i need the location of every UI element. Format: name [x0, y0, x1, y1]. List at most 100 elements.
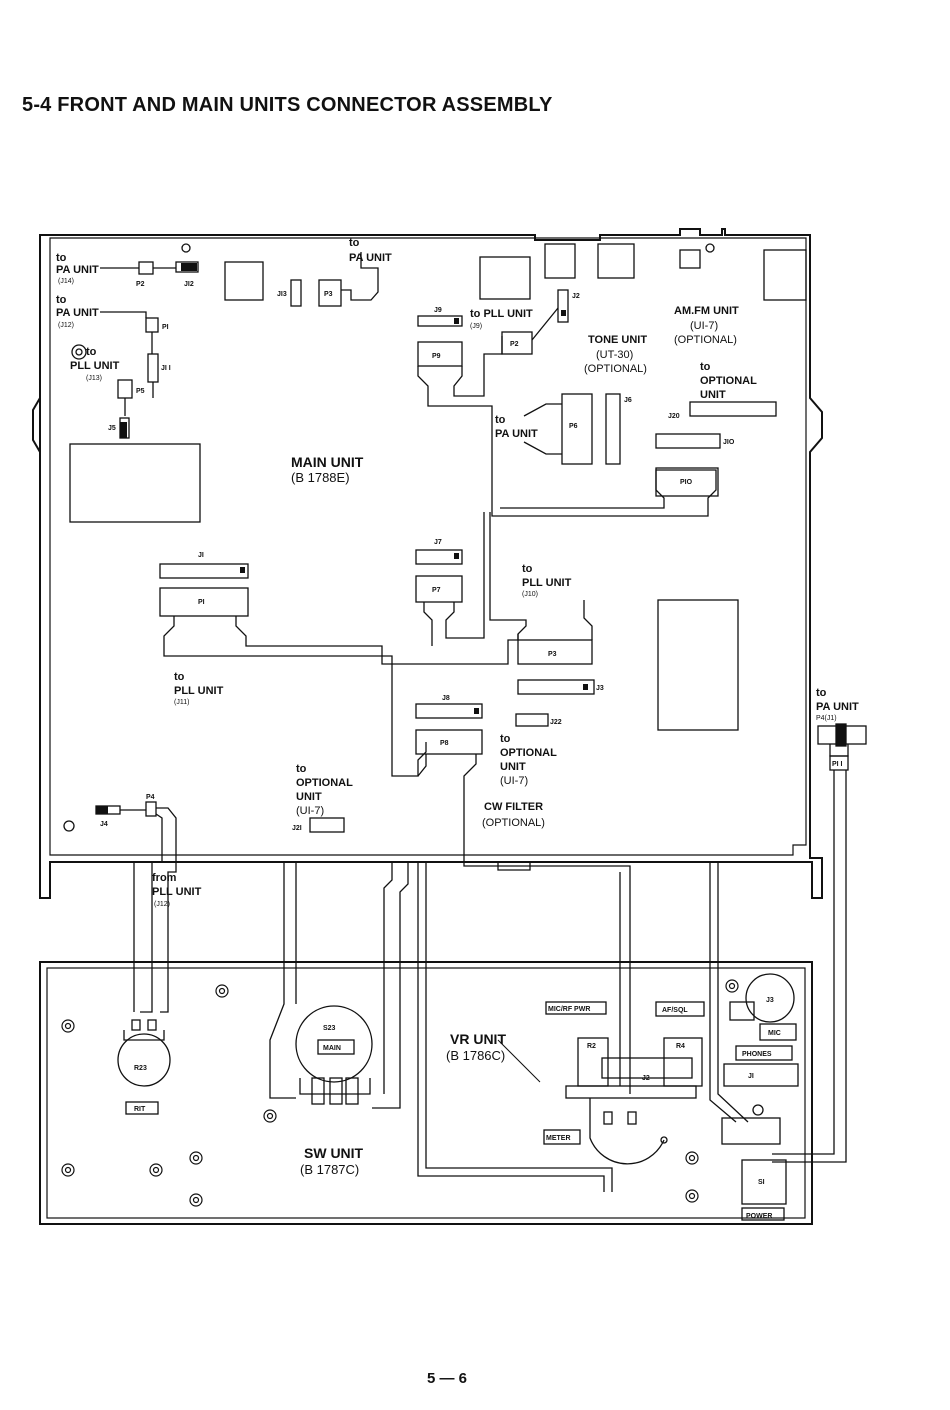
- route-ref: (J10): [522, 591, 538, 598]
- connector-label: P3: [324, 291, 333, 298]
- route-to: to: [500, 733, 511, 745]
- page-number: 5 — 6: [427, 1370, 468, 1387]
- screw-icon: [685, 1189, 699, 1203]
- main-chassis-outline: [39, 228, 823, 899]
- unit-note: (OPTIONAL): [584, 363, 647, 375]
- route-from: from: [152, 872, 177, 884]
- route-ref: (J12): [58, 322, 74, 329]
- switch-label: S23: [323, 1025, 336, 1032]
- connector-label: P2: [136, 281, 145, 288]
- route-dest: PA UNIT: [349, 252, 392, 264]
- screw-icon: [263, 1109, 277, 1123]
- screw-icon: [189, 1151, 203, 1165]
- connector-label: P3: [548, 651, 557, 658]
- route-to: to: [174, 671, 185, 683]
- route-dest: PA UNIT: [56, 307, 99, 319]
- connector-label: JIO: [723, 439, 735, 446]
- screw-icon: [149, 1163, 163, 1177]
- connector-label: P8: [440, 740, 449, 747]
- connector-label: J5: [108, 425, 116, 432]
- main-unit-name: MAIN UNIT: [291, 454, 364, 470]
- route-ref: P4(J1): [816, 715, 837, 722]
- connector-label: P9: [432, 353, 441, 360]
- route-dest: PA UNIT: [56, 264, 99, 276]
- switch-label: MAIN: [323, 1045, 341, 1052]
- switch-label: SI: [758, 1179, 765, 1186]
- screw-icon: [685, 1151, 699, 1165]
- connector-label: JI: [198, 552, 204, 559]
- control-label: MIC/RF PWR: [548, 1006, 590, 1013]
- route-dest-2: UNIT: [700, 389, 726, 401]
- route-ref: (J13): [86, 375, 102, 382]
- connector-label: J6: [624, 397, 632, 404]
- connector-label: J2: [572, 293, 580, 300]
- route-to: to: [816, 687, 827, 699]
- sw-unit-name: SW UNIT: [304, 1145, 364, 1161]
- unit-ref: (UT-30): [596, 349, 633, 361]
- route-ref: (J11): [174, 699, 189, 706]
- route-to: to: [56, 252, 67, 264]
- route-dest: PA UNIT: [816, 701, 859, 713]
- route-dest: OPTIONAL: [296, 777, 353, 789]
- route-dest: PLL UNIT: [174, 685, 224, 697]
- route-ref: (UI-7): [500, 775, 528, 787]
- connector-label: J7: [434, 539, 442, 546]
- route-dest: PLL UNIT: [152, 886, 202, 898]
- control-label: R2: [587, 1043, 596, 1050]
- screw-icon: [189, 1193, 203, 1207]
- route-to: to: [296, 763, 307, 775]
- main-unit-code: (B 1788E): [291, 470, 350, 485]
- connector-label: PIO: [680, 479, 693, 486]
- jack-label: MIC: [768, 1030, 781, 1037]
- route-ref: (J14): [58, 278, 74, 285]
- route-dest: to PLL UNIT: [470, 308, 533, 320]
- connector-label: P7: [432, 587, 441, 594]
- unit-note: (OPTIONAL): [482, 817, 545, 829]
- connector-label: P4: [146, 794, 155, 801]
- connector-label: P5: [136, 388, 145, 395]
- vr-unit-code: (B 1786C): [446, 1048, 505, 1063]
- route-dest: PLL UNIT: [70, 360, 120, 372]
- route-dest: PA UNIT: [495, 428, 538, 440]
- unit-name: AM.FM UNIT: [674, 305, 739, 317]
- unit-name: CW FILTER: [484, 801, 543, 813]
- screw-icon: [61, 1019, 75, 1033]
- route-ref: (J9): [470, 323, 482, 330]
- route-to: to: [700, 361, 711, 373]
- connector-label: J2I: [292, 825, 302, 832]
- jack-label: PHONES: [742, 1051, 772, 1058]
- screw-icon: [725, 979, 739, 993]
- connector-label: J9: [434, 307, 442, 314]
- route-to: to: [349, 237, 360, 249]
- route-dest-2: UNIT: [296, 791, 322, 803]
- knob-label: RIT: [134, 1106, 146, 1113]
- route-dest: PLL UNIT: [522, 577, 572, 589]
- page-title: 5-4 FRONT AND MAIN UNITS CONNECTOR ASSEM…: [22, 94, 553, 116]
- route-to: to: [86, 346, 97, 358]
- connector-label: PI I: [832, 761, 843, 768]
- control-label: J2: [642, 1075, 650, 1082]
- screw-icon: [61, 1163, 75, 1177]
- route-ref: (J12): [154, 901, 170, 908]
- connector-label: J20: [668, 413, 680, 420]
- screw-icon: [215, 984, 229, 998]
- jack-label: J3: [766, 997, 774, 1004]
- unit-ref: (UI-7): [690, 320, 718, 332]
- connector-label: JI2: [184, 281, 194, 288]
- control-label: METER: [546, 1135, 571, 1142]
- unit-name: TONE UNIT: [588, 334, 647, 346]
- connector-label: JI I: [161, 365, 171, 372]
- unit-note: (OPTIONAL): [674, 334, 737, 346]
- connector-label: JI3: [277, 291, 287, 298]
- knob-label: R23: [134, 1065, 147, 1072]
- connector-label: P6: [569, 423, 578, 430]
- switch-label: POWER: [746, 1213, 772, 1220]
- jack-label: JI: [748, 1073, 754, 1080]
- connector-label: J3: [596, 685, 604, 692]
- control-label: R4: [676, 1043, 685, 1050]
- route-to: to: [56, 294, 67, 306]
- sw-unit-code: (B 1787C): [300, 1162, 359, 1177]
- route-dest: OPTIONAL: [500, 747, 557, 759]
- route-dest-2: UNIT: [500, 761, 526, 773]
